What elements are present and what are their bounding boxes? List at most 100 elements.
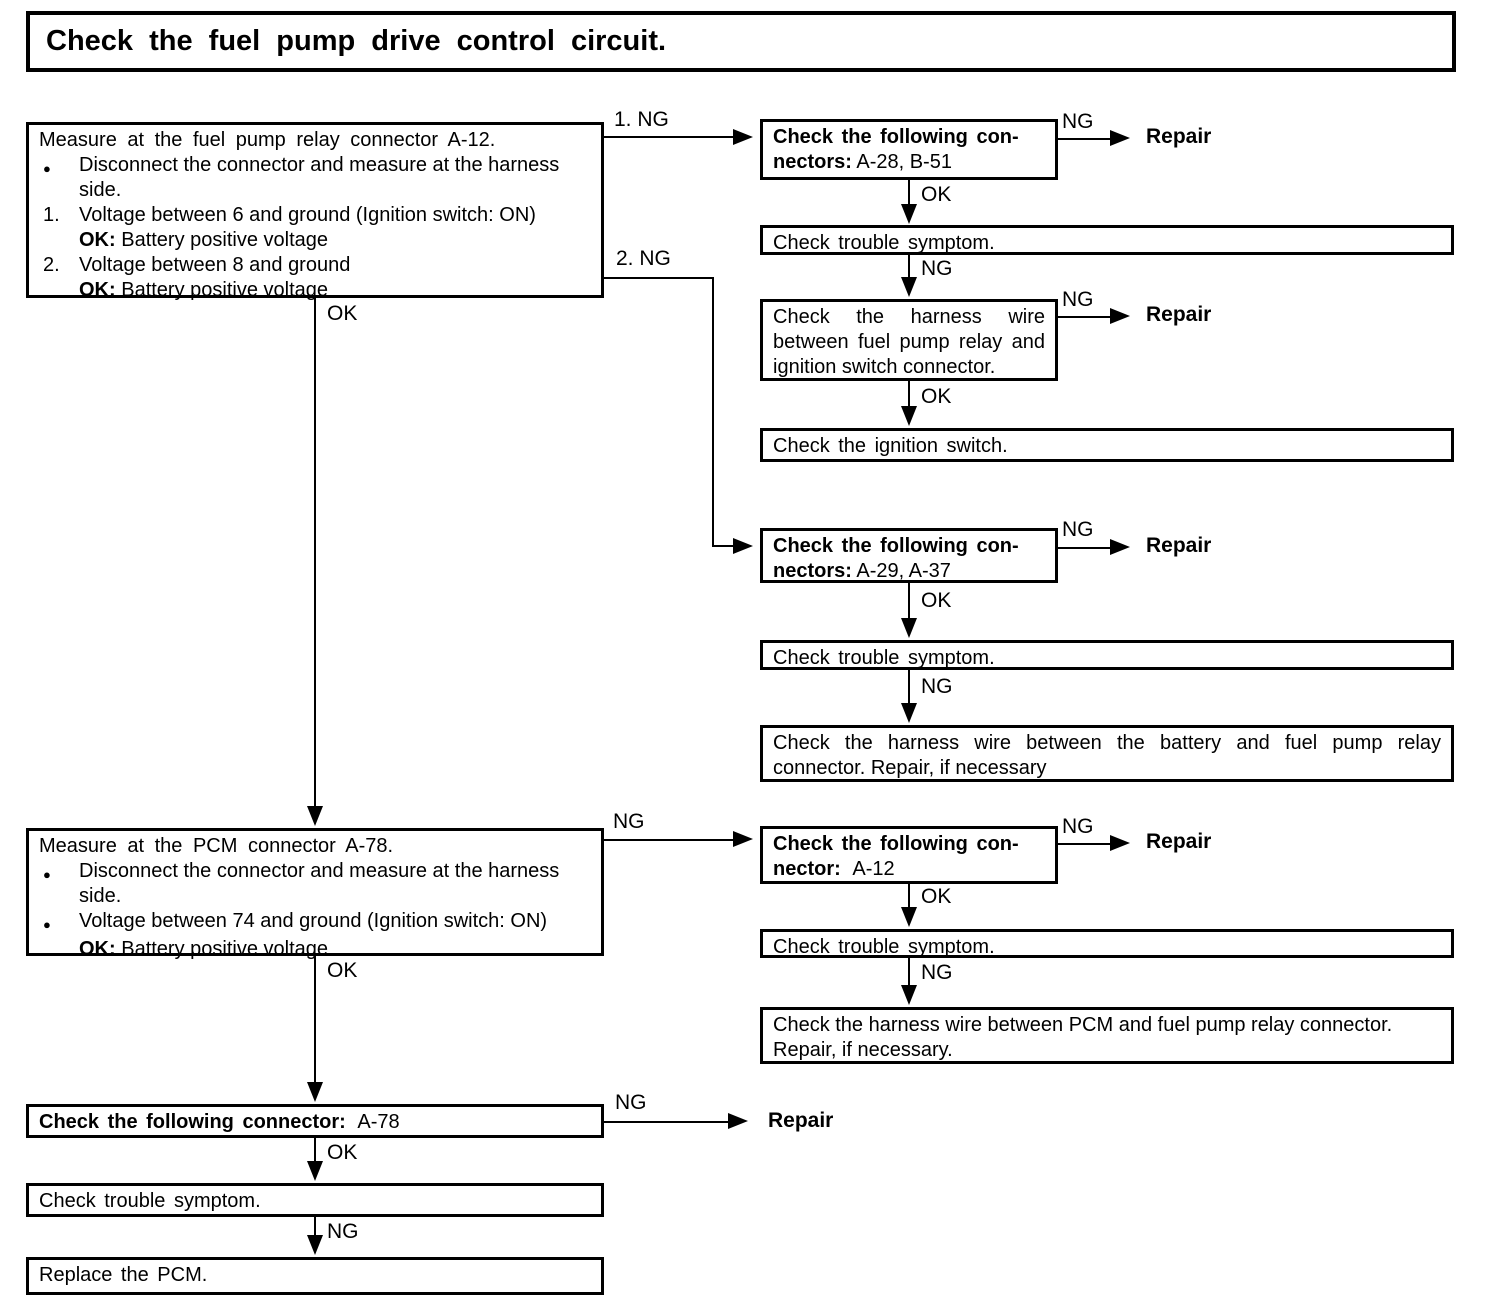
ng-label: NG <box>327 1220 359 1243</box>
flow-line <box>1058 316 1112 318</box>
ng-label: NG <box>1062 815 1094 838</box>
box-check-harness-battery: Check the harness wire between the batte… <box>760 725 1454 782</box>
box-check-connector-a12: Check the following con- nector: A-12 <box>760 826 1058 884</box>
ng1-label: 1. NG <box>614 108 669 131</box>
bullet-marker: ● <box>43 867 51 882</box>
instruction-text: Voltage between 74 and ground (Ignition … <box>79 910 548 932</box>
box-title: Check the following connector: <box>39 1111 346 1133</box>
connector-ids: A-29, A-37 <box>856 560 951 582</box>
flow-line <box>712 277 714 547</box>
arrow-down-icon <box>901 907 917 927</box>
ok-label: OK <box>327 302 358 325</box>
repair-label: Repair <box>1146 534 1212 557</box>
box-text: Check trouble symptom. <box>773 647 995 669</box>
arrow-down-icon <box>307 806 323 826</box>
instruction-text: Voltage between 8 and ground <box>79 254 351 276</box>
box-text: Check the harness wire between the batte… <box>773 732 1441 779</box>
ng-label: NG <box>1062 518 1094 541</box>
repair-label: Repair <box>1146 830 1212 853</box>
box-measure-fuel-pump-relay: Measure at the fuel pump relay connector… <box>26 122 604 301</box>
box-check-trouble-symptom-4: Check trouble symptom. <box>26 1183 604 1217</box>
arrow-right-icon <box>728 1113 748 1129</box>
page-title: Check the fuel pump drive control circui… <box>26 11 1456 72</box>
box-title-cont: nector: <box>773 858 841 880</box>
repair-label: Repair <box>1146 303 1212 326</box>
box-replace-pcm: Replace the PCM. <box>26 1257 604 1295</box>
arrow-down-icon <box>901 618 917 638</box>
flow-line <box>908 958 910 987</box>
connector-ids: A-12 <box>852 858 895 880</box>
ng-label: NG <box>921 675 953 698</box>
flow-line <box>603 136 736 138</box>
arrow-down-icon <box>901 985 917 1005</box>
box-title: Check the following con- <box>773 126 1019 148</box>
box-check-connectors-a29-a37: Check the following con- nectors: A-29, … <box>760 528 1058 583</box>
ok-label: OK <box>921 183 952 206</box>
flow-line <box>908 884 910 909</box>
item-number: 2. <box>43 254 60 276</box>
arrow-right-icon <box>733 129 753 145</box>
flow-line <box>908 670 910 705</box>
ok-condition: Battery positive voltage <box>121 279 329 301</box>
flow-line <box>908 381 910 408</box>
ok-condition: Battery positive voltage <box>121 229 329 251</box>
flow-line <box>908 255 910 279</box>
arrow-right-icon <box>1110 130 1130 146</box>
box-check-connectors-a28-b51: Check the following con- nectors: A-28, … <box>760 119 1058 180</box>
arrow-right-icon <box>1110 539 1130 555</box>
flow-line <box>908 180 910 206</box>
box-check-trouble-symptom-3: Check trouble symptom. <box>760 929 1454 958</box>
ok-label: OK <box>327 959 358 982</box>
box-text: Check the harness wire between fuel pump… <box>773 306 1045 378</box>
arrow-down-icon <box>901 703 917 723</box>
arrow-right-icon <box>1110 835 1130 851</box>
ng-label: NG <box>1062 110 1094 133</box>
item-number: 1. <box>43 204 60 226</box>
box-title: Check the following con- <box>773 833 1019 855</box>
box-measure-pcm: Measure at the PCM connector A-78. ● Dis… <box>26 828 604 960</box>
ok-label: OK <box>327 1141 358 1164</box>
flow-line <box>314 298 316 808</box>
box-title: Measure at the fuel pump relay connector… <box>39 129 496 151</box>
box-title: Measure at the PCM connector A-78. <box>39 835 394 857</box>
ng-label: NG <box>921 257 953 280</box>
box-text: Check trouble symptom. <box>773 936 995 958</box>
box-check-trouble-symptom-1: Check trouble symptom. <box>760 225 1454 255</box>
box-check-connector-a78: Check the following connector: A-78 <box>26 1104 604 1138</box>
arrow-right-icon <box>733 538 753 554</box>
arrow-right-icon <box>1110 308 1130 324</box>
flow-line <box>603 1121 730 1123</box>
ng-label: NG <box>613 810 645 833</box>
arrow-right-icon <box>733 831 753 847</box>
ok-condition: Battery positive voltage <box>121 938 329 960</box>
box-text: Check trouble symptom. <box>773 232 995 254</box>
flow-line <box>712 545 735 547</box>
ng2-label: 2. NG <box>616 247 671 270</box>
box-check-ignition-switch: Check the ignition switch. <box>760 428 1454 462</box>
ng-label: NG <box>1062 288 1094 311</box>
flow-line <box>1058 547 1112 549</box>
ok-label: OK <box>921 589 952 612</box>
box-title-cont: nectors: <box>773 151 852 173</box>
arrow-down-icon <box>307 1235 323 1255</box>
flow-line <box>314 1138 316 1163</box>
arrow-down-icon <box>901 277 917 297</box>
repair-label: Repair <box>1146 125 1212 148</box>
arrow-down-icon <box>307 1082 323 1102</box>
ng-label: NG <box>921 961 953 984</box>
box-check-trouble-symptom-2: Check trouble symptom. <box>760 640 1454 670</box>
arrow-down-icon <box>307 1161 323 1181</box>
ok-prefix: OK: <box>79 938 116 960</box>
box-text: Replace the PCM. <box>39 1264 208 1286</box>
flow-line <box>603 839 735 841</box>
arrow-down-icon <box>901 204 917 224</box>
flow-line <box>1058 843 1112 845</box>
box-check-harness-ignition: Check the harness wire between fuel pump… <box>760 299 1058 381</box>
page-title-text: Check the fuel pump drive control circui… <box>46 25 667 57</box>
arrow-down-icon <box>901 406 917 426</box>
bullet-marker: ● <box>43 161 51 176</box>
box-check-harness-pcm: Check the harness wire between PCM and f… <box>760 1007 1454 1064</box>
bullet-marker: ● <box>43 917 51 932</box>
box-text: Check trouble symptom. <box>39 1190 261 1212</box>
